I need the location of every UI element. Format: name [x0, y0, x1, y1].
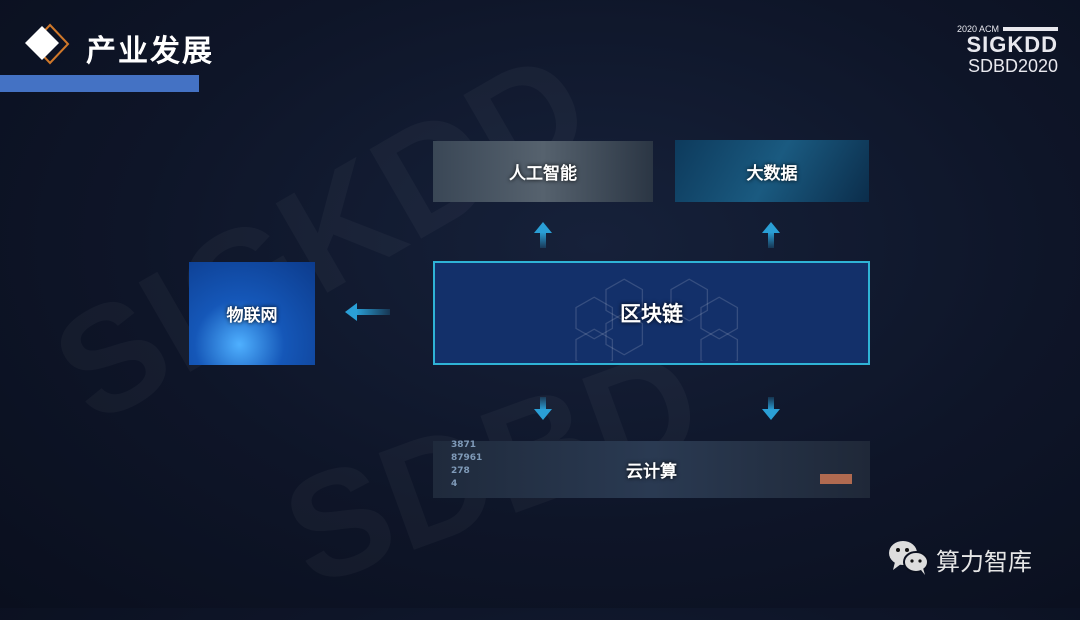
- node-blockchain-label: 区块链: [620, 302, 683, 326]
- hexagon-icons: [575, 278, 739, 361]
- logo-line2: SIGKDD: [966, 32, 1058, 57]
- arrow-down-cloud-icon: [762, 397, 780, 420]
- node-bigdata-label: 大数据: [746, 163, 798, 184]
- diamond-logo-icon: [25, 23, 70, 65]
- logo-line1: 2020 ACM: [956, 24, 999, 34]
- node-cloud-label: 云计算: [626, 462, 677, 482]
- page-title: 产业发展: [86, 34, 214, 69]
- footer-brand: 算力智库: [936, 548, 1032, 576]
- arrow-left-iot-icon: [345, 303, 390, 321]
- node-iot: 物联网: [189, 262, 315, 365]
- node-blockchain: 区块链: [433, 261, 870, 365]
- stat: 87961: [451, 453, 483, 463]
- node-iot-label: 物联网: [226, 306, 278, 326]
- node-cloud: 3871 87961 278 4 云计算: [433, 439, 870, 498]
- stat: 3871: [451, 440, 477, 450]
- stat: 278: [451, 466, 470, 476]
- chart-tag: [820, 474, 852, 484]
- arrow-up-ai-icon: [534, 222, 552, 248]
- wechat-icon: [889, 541, 929, 575]
- title-underline-bar: [0, 75, 199, 92]
- cloud-image-stats: 3871 87961 278 4: [451, 439, 482, 491]
- logo-line3: SDBD2020: [967, 56, 1058, 76]
- stat: 4: [451, 479, 458, 489]
- node-ai: 人工智能: [433, 141, 653, 202]
- node-ai-label: 人工智能: [509, 164, 577, 184]
- arrow-down-cloud-icon: [534, 397, 552, 420]
- conference-logo: 2020 ACM SIGKDD SDBD2020: [957, 24, 1058, 76]
- node-bigdata: 大数据: [675, 140, 869, 202]
- arrow-up-bigdata-icon: [762, 222, 780, 248]
